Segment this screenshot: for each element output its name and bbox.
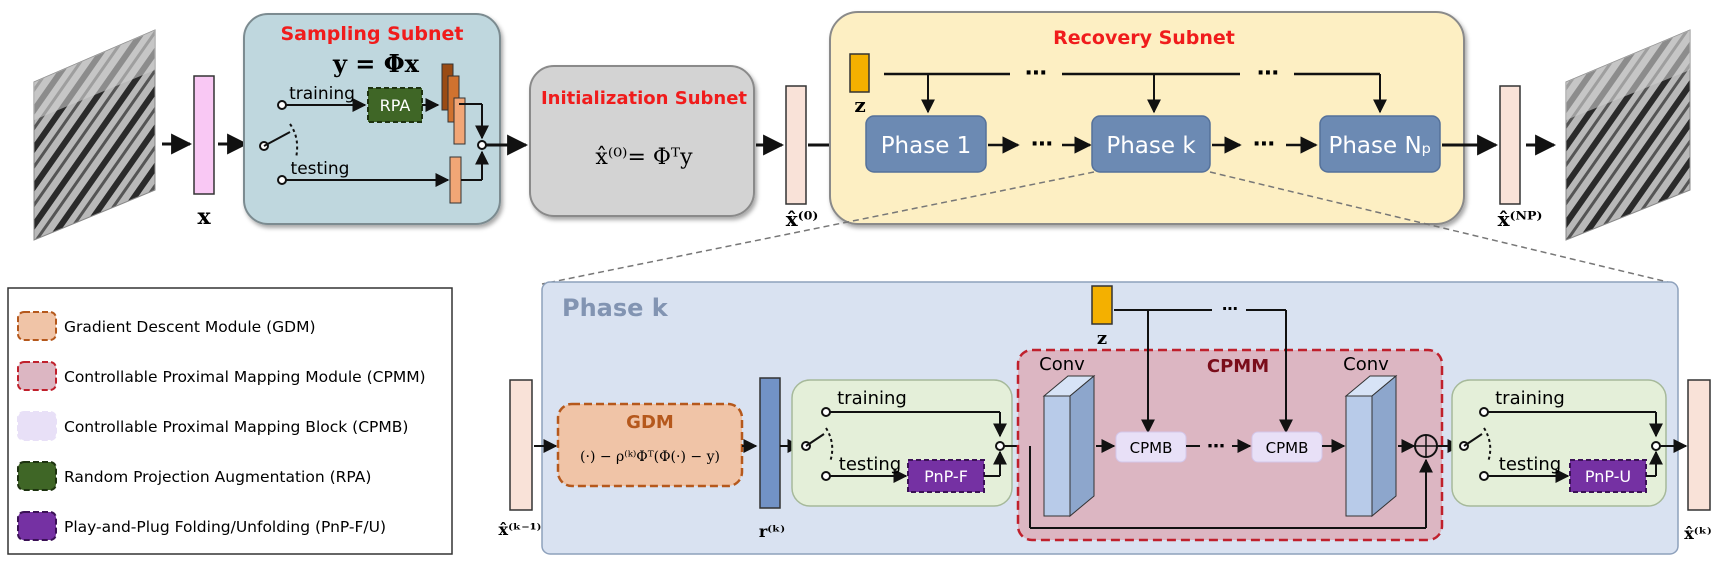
phase-k-block — [1091, 115, 1211, 173]
xk-prev-label: x̂⁽ᵏ⁻¹⁾ — [499, 520, 542, 539]
init-formula: x̂⁽⁰⁾= Φᵀy — [595, 145, 693, 170]
phase-np-block — [1319, 115, 1441, 173]
legend-label-2: Controllable Proximal Mapping Module (CP… — [64, 368, 426, 386]
cpmm-title: CPMM — [1207, 356, 1269, 377]
conv-left-label: Conv — [1039, 354, 1085, 375]
gdm-formula: (·) − ρ⁽ᵏ⁾Φᵀ(Φ(·) − y) — [580, 449, 720, 465]
phase-1-block — [865, 115, 987, 173]
legend-swatch-2 — [17, 361, 57, 391]
rpa-label: RPA — [380, 96, 411, 115]
rk-label: r⁽ᵏ⁾ — [759, 522, 785, 541]
pnp-f-label: PnP-F — [924, 467, 968, 486]
xnp-vector — [1499, 85, 1521, 205]
pnp-u-label: PnP-U — [1585, 467, 1631, 486]
sampling-title: Sampling Subnet — [281, 23, 464, 45]
phase-1-label: Phase 1 — [881, 133, 972, 159]
sampling-testing-label: testing — [291, 159, 350, 179]
cpmb-label-1: CPMB — [1130, 439, 1173, 457]
rk-vector — [759, 377, 781, 509]
pnp-f-block — [907, 459, 985, 493]
svg-text:⋯: ⋯ — [1207, 436, 1225, 457]
x-label: x — [197, 204, 211, 230]
legend-label-4: Random Projection Augmentation (RPA) — [64, 468, 371, 486]
xk-prev-vector — [509, 379, 533, 511]
phasek-testing-left: testing — [839, 454, 901, 475]
legend-label-3: Controllable Proximal Mapping Block (CPM… — [64, 418, 408, 436]
initialization-subnet: Initialization Subnet x̂⁽⁰⁾= Φᵀy — [529, 65, 755, 217]
xk-vector — [1687, 379, 1711, 511]
z-label-phasek: z — [1097, 328, 1107, 349]
phase-k-detail-title: Phase k — [562, 294, 669, 322]
legend-swatch-3 — [17, 411, 57, 441]
x0-label: x̂⁽⁰⁾ — [786, 207, 819, 231]
x0-vector — [785, 85, 807, 205]
conv-left — [1043, 395, 1071, 517]
phase-k-label: Phase k — [1106, 133, 1196, 159]
init-title: Initialization Subnet — [541, 88, 747, 109]
svg-text:⋯: ⋯ — [1253, 132, 1275, 157]
z-label-top: z — [854, 93, 865, 117]
zoom-guide-left — [541, 171, 1095, 285]
sampling-formula: y = Φx — [332, 49, 420, 78]
x-vector — [193, 75, 215, 195]
gdm-title: GDM — [626, 412, 674, 433]
phasek-training-right: training — [1495, 388, 1565, 409]
svg-text:⋯: ⋯ — [1031, 132, 1053, 157]
phase-np-label: Phase Nₚ — [1328, 133, 1431, 159]
z-vector-top — [849, 53, 870, 93]
input-image — [33, 29, 156, 241]
conv-right-label: Conv — [1343, 354, 1389, 375]
phase-k-detail: Phase k x̂⁽ᵏ⁻¹⁾ GDM (·) − ρ⁽ᵏ⁾Φᵀ(Φ(·) − … — [499, 281, 1712, 555]
svg-text:⋯: ⋯ — [1025, 61, 1047, 86]
sampling-subnet: Sampling Subnet y = Φx training RPA test… — [243, 13, 501, 225]
svg-text:⋯: ⋯ — [1222, 299, 1238, 318]
output-image — [1565, 29, 1691, 241]
z-vector-phasek — [1091, 285, 1113, 325]
legend-label-5: Play-and-Plug Folding/Unfolding (PnP-F/U… — [64, 518, 386, 536]
rpa-block — [367, 87, 423, 123]
svg-text:⋯: ⋯ — [1257, 61, 1279, 86]
phasek-training-left: training — [837, 388, 907, 409]
legend: Gradient Descent Module (GDM) Controllabl… — [7, 287, 453, 555]
legend-label-1: Gradient Descent Module (GDM) — [64, 318, 316, 336]
legend-swatch-1 — [17, 311, 57, 341]
legend-swatch-4 — [17, 461, 57, 491]
recovery-title: Recovery Subnet — [1053, 27, 1235, 49]
legend-swatch-5 — [17, 511, 57, 541]
sampling-training-label: training — [289, 84, 355, 104]
xk-label: x̂⁽ᵏ⁾ — [1684, 524, 1711, 543]
cpmb-label-2: CPMB — [1266, 439, 1309, 457]
pnp-u-block — [1569, 459, 1647, 493]
recovery-subnet: Recovery Subnet z ⋯ ⋯ Phase 1 ⋯ Phase k … — [829, 11, 1465, 225]
phasek-testing-right: testing — [1499, 454, 1561, 475]
conv-right — [1345, 395, 1373, 517]
xnp-label: x̂⁽ᴺᴾ⁾ — [1498, 207, 1543, 231]
